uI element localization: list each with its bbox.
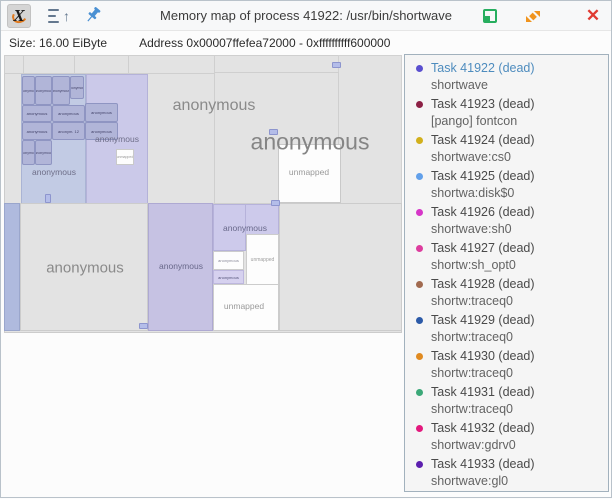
task-name: shortwave:gl0 — [431, 474, 509, 488]
task-title: Task 41926 (dead) — [431, 205, 535, 219]
task-name: shortw:traceq0 — [431, 294, 513, 308]
region-anonymous[interactable] — [148, 203, 213, 331]
task-name: shortwave:sh0 — [431, 222, 512, 236]
region-mapped-file[interactable]: anonymous — [85, 103, 118, 122]
region-marker[interactable] — [139, 323, 148, 329]
region-anonymous[interactable] — [20, 203, 148, 331]
task-title: Task 41924 (dead) — [431, 133, 535, 147]
task-title: Task 41934 (dead) — [431, 491, 602, 492]
region-mapped-file[interactable]: anonymous — [70, 76, 84, 99]
region-marker[interactable] — [45, 194, 51, 203]
task-title: Task 41923 (dead) — [431, 97, 535, 111]
title-bar: X ↑ Memory map of process 41922: /usr/bi… — [1, 1, 611, 31]
task-color-bullet — [416, 317, 423, 324]
legend-item[interactable]: Task 41929 (dead) shortw:traceq0 — [411, 311, 602, 347]
task-name: shortw:traceq0 — [431, 330, 513, 344]
region-anonymous[interactable] — [213, 204, 246, 251]
legend-item[interactable]: Task 41922 (dead) shortwave — [411, 59, 602, 95]
task-title: Task 41933 (dead) — [431, 457, 535, 471]
region-mapped-file[interactable]: anonymous — [213, 251, 244, 270]
region-anonymous[interactable] — [279, 203, 402, 331]
app-icon-glyph: X — [13, 6, 25, 25]
task-title: Task 41927 (dead) — [431, 241, 535, 255]
region-strip[interactable] — [4, 55, 24, 74]
region-marker[interactable] — [269, 129, 278, 135]
window-title: Memory map of process 41922: /usr/bin/sh… — [160, 8, 452, 23]
region-anonymous[interactable] — [338, 55, 402, 204]
region-mapped-file[interactable]: anonymous — [22, 76, 35, 105]
maximize-icon[interactable] — [483, 9, 497, 23]
task-color-bullet — [416, 101, 423, 108]
region-strip[interactable] — [214, 55, 339, 73]
region-mapped-file[interactable]: anonymous — [22, 140, 35, 165]
region-marker[interactable] — [271, 200, 280, 206]
region-mapped-file[interactable]: anonym. 12 — [52, 122, 85, 140]
region-unmapped[interactable]: unmapped — [246, 234, 279, 286]
task-title: Task 41925 (dead) — [431, 169, 535, 183]
region-unmapped[interactable]: unmapped — [116, 149, 134, 165]
task-color-bullet — [416, 65, 423, 72]
task-color-bullet — [416, 353, 423, 360]
legend-item[interactable]: Task 41923 (dead) [pango] fontcon — [411, 95, 602, 131]
task-color-bullet — [416, 461, 423, 468]
app-icon[interactable]: X — [7, 4, 31, 28]
task-color-bullet — [416, 137, 423, 144]
sort-ascending-icon[interactable]: ↑ — [48, 8, 72, 25]
task-name: [pango] fontcon — [431, 114, 518, 128]
legend-item[interactable]: Task 41927 (dead) shortw:sh_opt0 — [411, 239, 602, 275]
task-name: shortwave — [431, 78, 488, 92]
region-mapped-file[interactable]: anonymous — [35, 76, 52, 105]
legend-item[interactable]: Task 41931 (dead) shortw:traceq0 — [411, 383, 602, 419]
pin-icon[interactable] — [84, 6, 102, 26]
legend-item[interactable]: Task 41934 (dead) — [411, 491, 602, 492]
region-anonymous[interactable] — [144, 73, 215, 204]
region-strip[interactable] — [23, 55, 75, 74]
size-label: Size: 16.00 EiByte — [9, 36, 108, 50]
legend-item[interactable]: Task 41924 (dead) shortwave:cs0 — [411, 131, 602, 167]
region-unmapped[interactable] — [278, 144, 341, 203]
task-title: Task 41929 (dead) — [431, 313, 535, 327]
task-name: shortw:traceq0 — [431, 366, 513, 380]
region-mapped-file[interactable]: anonymous — [22, 105, 52, 122]
region-mapped-file[interactable]: anonymous — [52, 76, 70, 105]
task-name: shortw:sh_opt0 — [431, 258, 516, 272]
region-marker[interactable] — [332, 62, 341, 68]
task-name: shortwa:disk$0 — [431, 186, 515, 200]
task-title: Task 41932 (dead) — [431, 421, 535, 435]
region-mapped-file[interactable]: anonymous — [85, 122, 118, 140]
legend-item[interactable]: Task 41925 (dead) shortwa:disk$0 — [411, 167, 602, 203]
legend-item[interactable]: Task 41932 (dead) shortwav:gdrv0 — [411, 419, 602, 455]
region-strip[interactable] — [74, 55, 129, 74]
info-bar: Size: 16.00 EiByte Address 0x00007ffefea… — [1, 32, 611, 54]
task-color-bullet — [416, 281, 423, 288]
region-mapped-file[interactable]: anonymous — [22, 122, 52, 140]
task-color-bullet — [416, 245, 423, 252]
task-color-bullet — [416, 209, 423, 216]
task-name: shortwav:gdrv0 — [431, 438, 516, 452]
region-mapped-file[interactable]: anonymous — [52, 105, 85, 122]
task-color-bullet — [416, 389, 423, 396]
task-name: shortwave:cs0 — [431, 150, 511, 164]
task-name: shortw:traceq0 — [431, 402, 513, 416]
task-color-bullet — [416, 425, 423, 432]
shade-icon[interactable] — [523, 8, 543, 25]
address-label: Address 0x00007ffefea72000 - 0xfffffffff… — [139, 36, 391, 50]
region-anonymous[interactable] — [4, 203, 20, 331]
legend-item[interactable]: Task 41930 (dead) shortw:traceq0 — [411, 347, 602, 383]
task-color-bullet — [416, 173, 423, 180]
legend-item[interactable]: Task 41928 (dead) shortw:traceq0 — [411, 275, 602, 311]
task-title: Task 41928 (dead) — [431, 277, 535, 291]
task-title: Task 41930 (dead) — [431, 349, 535, 363]
legend-item[interactable]: Task 41926 (dead) shortwave:sh0 — [411, 203, 602, 239]
region-mapped-file[interactable]: anonymous — [35, 140, 52, 165]
region-strip[interactable] — [128, 55, 215, 74]
task-title: Task 41922 (dead) — [431, 61, 535, 75]
region-anonymous[interactable]: anonymous — [213, 270, 244, 284]
task-title: Task 41931 (dead) — [431, 385, 535, 399]
region-unmapped[interactable] — [213, 284, 279, 331]
close-icon[interactable]: ✕ — [585, 6, 601, 25]
legend-item[interactable]: Task 41933 (dead) shortwave:gl0 — [411, 455, 602, 491]
